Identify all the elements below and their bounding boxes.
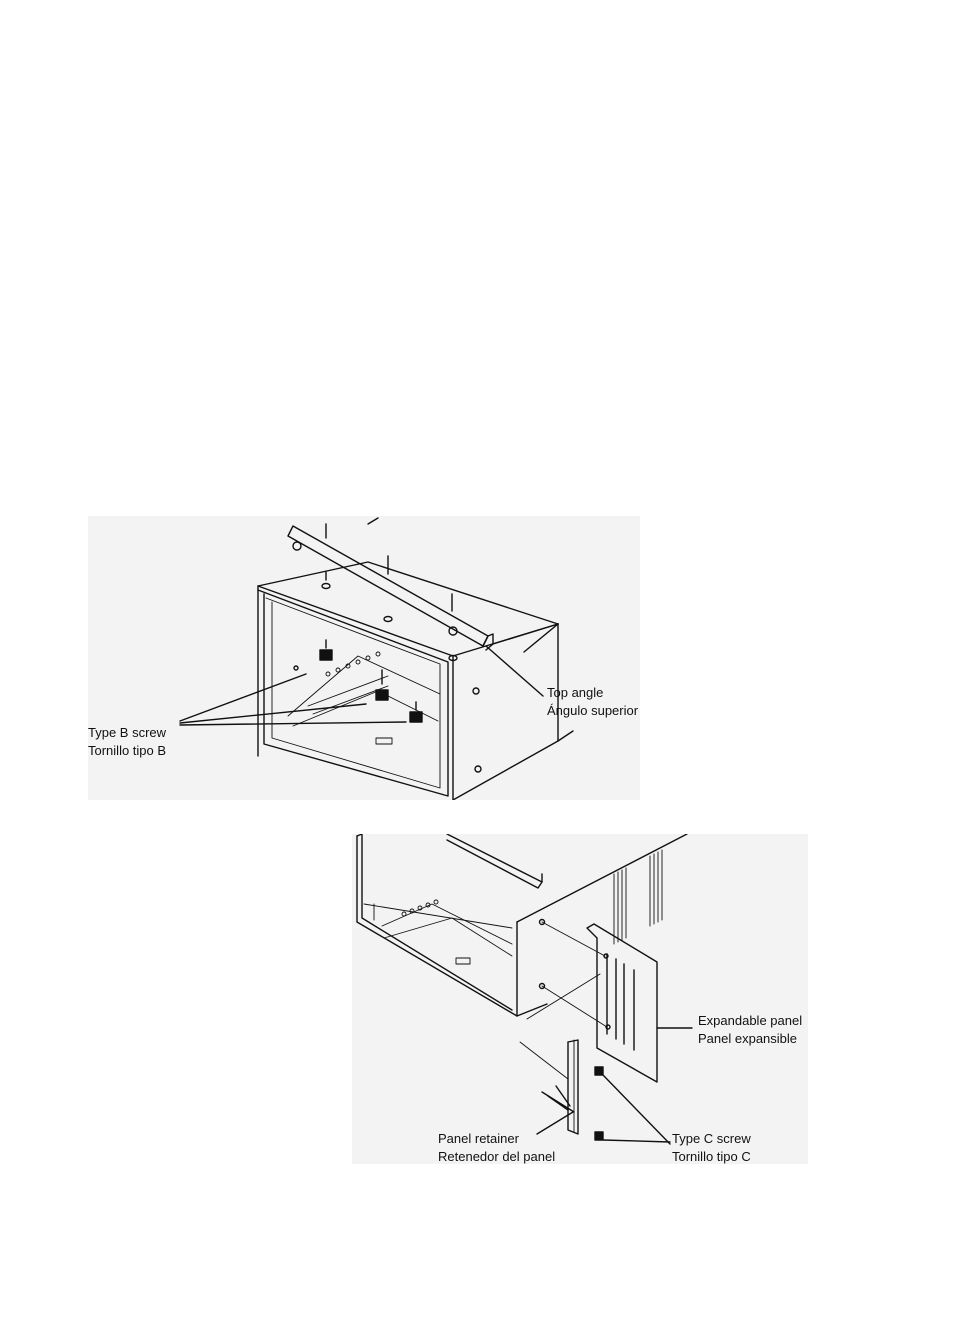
type-b-screw-label-en: Type B screw: [88, 724, 166, 741]
type-c-screw-label-es: Tornillo tipo C: [672, 1148, 751, 1165]
top-angle-label-en: Top angle: [547, 684, 603, 701]
expandable-panel-label-es: Panel expansible: [698, 1030, 797, 1047]
expandable-panel-label-en: Expandable panel: [698, 1012, 802, 1029]
top-angle-label-es: Ángulo superior: [547, 702, 638, 719]
expandable-panel-figure: Expandable panel Panel expansible Panel …: [352, 834, 808, 1164]
panel-retainer-label-en: Panel retainer: [438, 1130, 519, 1147]
type-b-screw-label-es: Tornillo tipo B: [88, 742, 166, 759]
type-c-screw-label-en: Type C screw: [672, 1130, 751, 1147]
top-angle-figure: Top angle Ángulo superior Type B screw T…: [88, 516, 640, 800]
expandable-panel-drawing: [352, 834, 808, 1164]
panel-retainer-label-es: Retenedor del panel: [438, 1148, 555, 1165]
top-angle-drawing: [88, 516, 640, 800]
